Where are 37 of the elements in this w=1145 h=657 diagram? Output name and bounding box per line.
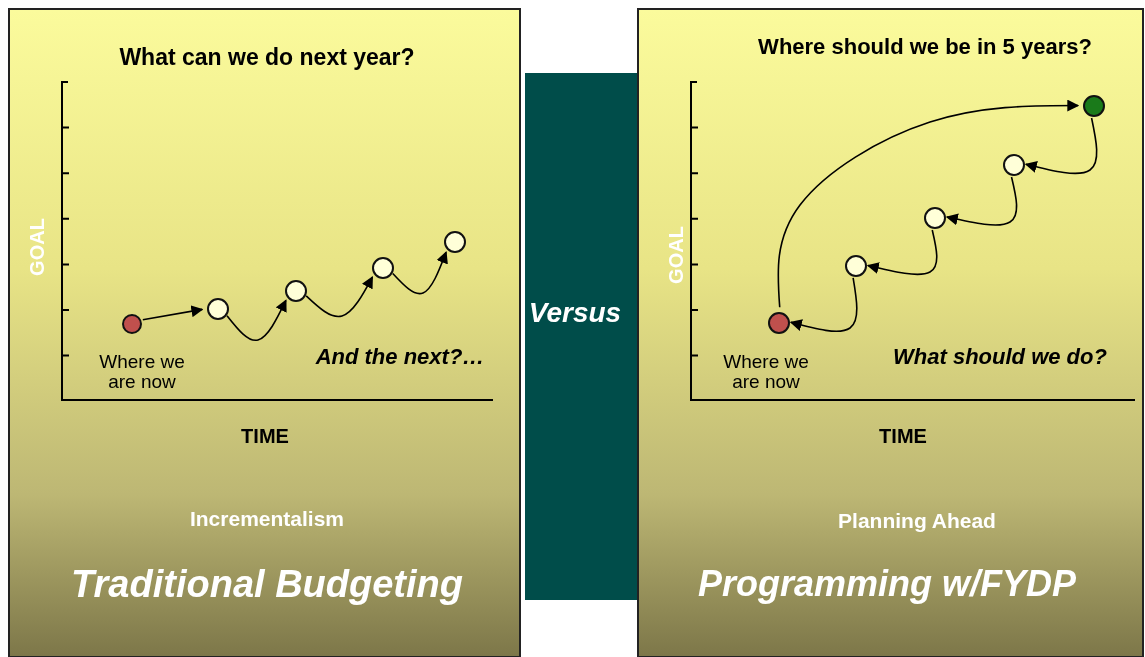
arrow (945, 176, 1018, 226)
arrow (305, 276, 374, 318)
panel-heading: Programming w/FYDP (697, 563, 1077, 605)
arrow (866, 229, 938, 276)
subtitle: Incrementalism (189, 507, 345, 531)
arrow (391, 251, 448, 295)
panel-heading: Traditional Budgeting (71, 562, 463, 606)
note: What should we do? (893, 345, 1107, 369)
start-label: Where we are now (722, 352, 810, 392)
arrow (226, 299, 287, 342)
panel-title: What can we do next year? (119, 43, 415, 71)
axis-label: GOAL (665, 226, 687, 284)
circle-marker (122, 314, 142, 334)
circle-marker (285, 280, 307, 302)
arrow (777, 99, 1080, 309)
circle-marker (845, 255, 867, 277)
circle-marker (1003, 154, 1025, 176)
panel (637, 8, 1144, 657)
arrow (789, 277, 858, 333)
axis-label: TIME (879, 425, 927, 447)
circle-marker (207, 298, 229, 320)
versus-label: Versus (528, 297, 622, 329)
axis-label: GOAL (26, 218, 48, 276)
arrow (1024, 117, 1098, 175)
panel (8, 8, 521, 657)
circle-marker (768, 312, 790, 334)
panel-title: Where should we be in 5 years? (758, 34, 1092, 60)
versus-band (525, 73, 637, 600)
arrow (142, 305, 204, 321)
circle-marker (372, 257, 394, 279)
circle-marker (444, 231, 466, 253)
circle-marker (1083, 95, 1105, 117)
subtitle: Planning Ahead (838, 509, 996, 533)
axis-label: TIME (241, 425, 289, 447)
start-label: Where we are now (98, 352, 186, 392)
note: And the next?… (315, 345, 485, 369)
circle-marker (924, 207, 946, 229)
